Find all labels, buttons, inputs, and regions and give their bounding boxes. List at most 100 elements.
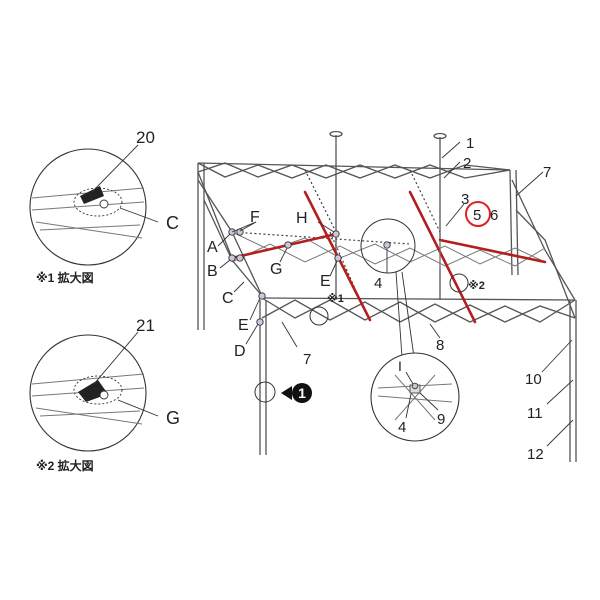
detail-hub-bar-2 (377, 395, 453, 403)
zoom-marker-ref1 (309, 306, 329, 326)
pole-cap-left (329, 130, 343, 138)
leader-H (317, 221, 335, 233)
joint-B2 (236, 254, 244, 262)
leader-9 (419, 392, 439, 411)
label-C: C (222, 290, 234, 307)
leader-C-detail (119, 207, 159, 223)
leader-F-2 (231, 221, 257, 233)
label-4b: 4 (398, 419, 406, 436)
detail-hub-arm-2 (394, 374, 436, 421)
leader-A (217, 233, 231, 247)
leader-1 (441, 141, 461, 159)
label-E2: E (320, 273, 331, 290)
label-10: 10 (525, 371, 542, 388)
label-7: 7 (543, 164, 551, 181)
leader-E2 (329, 260, 338, 277)
label-G-detail: G (166, 408, 180, 428)
detail-circle-hub (370, 352, 460, 442)
leader-B (219, 259, 231, 269)
label-E: E (238, 317, 249, 334)
front-top-rail (261, 297, 576, 301)
detail-2-caption: ※2 拡大図 (36, 458, 94, 473)
detail-1-circle (29, 148, 147, 266)
red-rafter-left (230, 232, 338, 260)
joint-H (332, 230, 340, 238)
detail-2-bar-d (35, 407, 143, 425)
right-side-scissor-b (515, 209, 576, 319)
label-A: A (207, 239, 218, 256)
leader-10 (541, 339, 573, 373)
joint-I (411, 382, 419, 390)
leader-detail-I (395, 271, 403, 358)
leader-21 (93, 331, 139, 385)
label-11: 11 (527, 405, 543, 422)
leader-G (279, 247, 288, 263)
back-top-scissor-2 (197, 162, 511, 179)
ref-mark-2: ※2 (468, 280, 485, 292)
leader-3 (445, 203, 465, 227)
leader-8 (429, 323, 441, 339)
label-F: F (250, 209, 260, 226)
detail-1-highlight (73, 187, 123, 217)
leader-20 (91, 144, 139, 193)
detail-2-bar-a (31, 373, 145, 385)
detail-2-bar-c (39, 410, 141, 417)
detail-circle-2 (29, 331, 159, 452)
zoom-marker-leg (254, 381, 276, 403)
back-top-rail (197, 162, 511, 171)
detail-1-bar-d (35, 221, 143, 239)
detail-1-bolt (99, 199, 109, 209)
detail-1-bar-c (39, 224, 141, 231)
label-2: 2 (463, 155, 471, 172)
label-H: H (296, 210, 308, 227)
back-right-leg-inner (515, 169, 519, 276)
leader-7b (281, 321, 298, 348)
detail-1-caption: ※1 拡大図 (36, 270, 94, 285)
detail-1-bar-b (31, 201, 145, 211)
label-9: 9 (437, 411, 445, 428)
label-G: G (270, 261, 282, 278)
leader-E (249, 297, 261, 321)
leader-2 (443, 161, 461, 179)
leader-12 (546, 419, 574, 447)
arrow-pointer-icon (281, 386, 292, 400)
label-I: I (398, 358, 402, 374)
back-right-leg (509, 169, 513, 276)
leader-G-detail (117, 399, 159, 417)
joint-D (256, 318, 264, 326)
label-D: D (234, 343, 246, 360)
leader-4b (405, 393, 412, 419)
dotted-roof-line-1 (231, 231, 411, 245)
leader-C (233, 281, 245, 293)
middle-scissor-2 (231, 243, 546, 267)
label-12: 12 (527, 446, 544, 463)
label-4: 4 (374, 275, 382, 292)
right-side-scissor-a (511, 179, 576, 301)
joint-4 (383, 241, 391, 249)
joint-G (284, 241, 292, 249)
leader-D (245, 323, 259, 345)
label-B: B (207, 263, 218, 280)
label-21: 21 (136, 316, 155, 335)
detail-2-bolt (99, 390, 109, 400)
marker-1-label: 1 (298, 385, 306, 401)
canopy-frame (197, 130, 577, 462)
detail-1-part-20 (80, 186, 104, 204)
joint-B (228, 254, 236, 262)
label-20: 20 (136, 128, 155, 147)
dotted-roof-line-4 (329, 231, 361, 301)
leader-detail-I-2 (401, 271, 415, 358)
ref-mark-1: ※1 (327, 293, 344, 305)
marker-1-badge (292, 383, 312, 403)
zoom-marker-4 (360, 218, 416, 274)
leader-7 (515, 171, 544, 197)
label-8: 8 (436, 337, 444, 354)
label-3: 3 (461, 191, 469, 208)
pole-cap-right (433, 132, 447, 140)
joint-E (258, 292, 266, 300)
leader-I (405, 371, 414, 385)
joint-E2 (334, 254, 342, 262)
label-5: 5 (473, 207, 481, 224)
